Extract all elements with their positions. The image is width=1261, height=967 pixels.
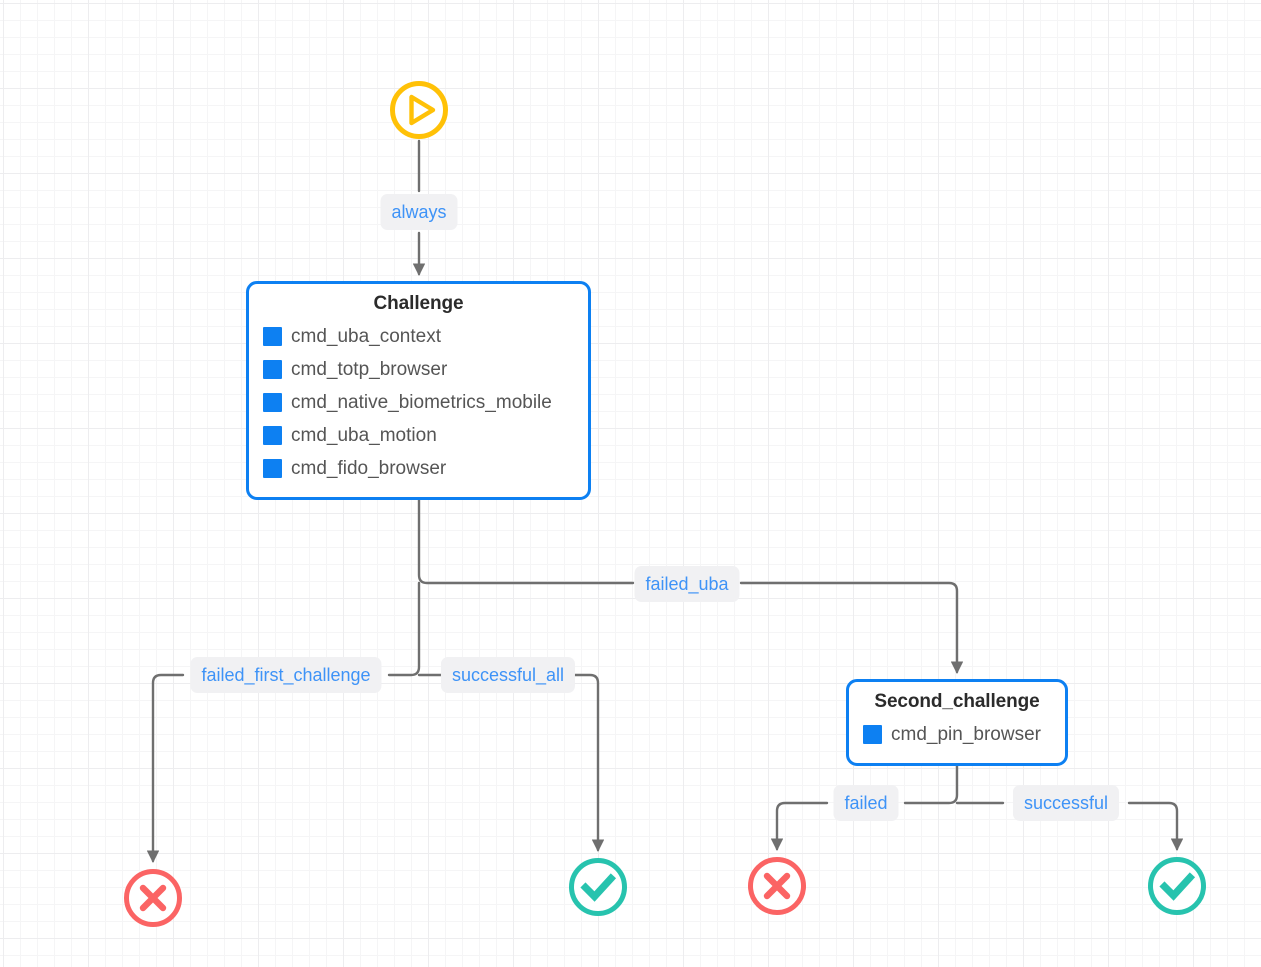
node-title: Challenge	[373, 293, 464, 314]
edge-label-e-failed-first-challenge[interactable]: failed_first_challenge	[190, 657, 382, 693]
command-swatch-icon	[863, 725, 882, 745]
command-swatch-icon	[263, 327, 282, 347]
command-swatch-icon	[263, 426, 282, 446]
check-circle-icon	[569, 858, 627, 916]
edge-label-e-successful[interactable]: successful	[1012, 785, 1120, 821]
check-circle-icon	[1148, 857, 1206, 915]
start-node[interactable]	[388, 79, 450, 141]
x-circle-icon	[748, 857, 806, 915]
terminal-node-failure[interactable]	[746, 855, 808, 917]
command-label: cmd_uba_motion	[291, 425, 437, 447]
node-title: Second_challenge	[874, 691, 1040, 712]
command-swatch-icon	[263, 393, 282, 413]
command-label: cmd_pin_browser	[891, 724, 1041, 745]
command-swatch-icon	[263, 459, 282, 479]
terminal-node-success[interactable]	[1146, 855, 1208, 917]
edge-label-e-successful-all[interactable]: successful_all	[440, 657, 576, 693]
terminal-node-success[interactable]	[567, 856, 629, 918]
command-label: cmd_totp_browser	[291, 359, 448, 381]
command-label: cmd_native_biometrics_mobile	[291, 392, 552, 414]
task-node-second-challenge[interactable]: Second_challenge cmd_pin_browser	[846, 679, 1068, 767]
command-label: cmd_uba_context	[291, 326, 441, 347]
edge-label-e-failed-uba[interactable]: failed_uba	[634, 566, 740, 602]
edge-label-e-failed[interactable]: failed	[833, 785, 899, 821]
list-item[interactable]: cmd_uba_context	[263, 320, 574, 353]
terminal-node-failure[interactable]	[122, 867, 184, 929]
command-label: cmd_fido_browser	[291, 458, 447, 480]
list-item[interactable]: cmd_pin_browser	[863, 718, 1051, 751]
list-item[interactable]: cmd_totp_browser	[263, 353, 574, 386]
task-node-challenge[interactable]: Challenge cmd_uba_context cmd_totp_brows…	[246, 281, 591, 501]
list-item[interactable]: cmd_fido_browser	[263, 452, 574, 485]
edge-e-failed-first-challenge	[153, 581, 421, 861]
edge-e-successful-all	[417, 673, 598, 850]
play-circle-icon	[390, 81, 448, 139]
x-circle-icon	[124, 869, 182, 927]
command-swatch-icon	[263, 360, 282, 380]
edge-label-e-always[interactable]: always	[380, 194, 458, 230]
list-item[interactable]: cmd_native_biometrics_mobile	[263, 386, 574, 419]
list-item[interactable]: cmd_uba_motion	[263, 419, 574, 452]
